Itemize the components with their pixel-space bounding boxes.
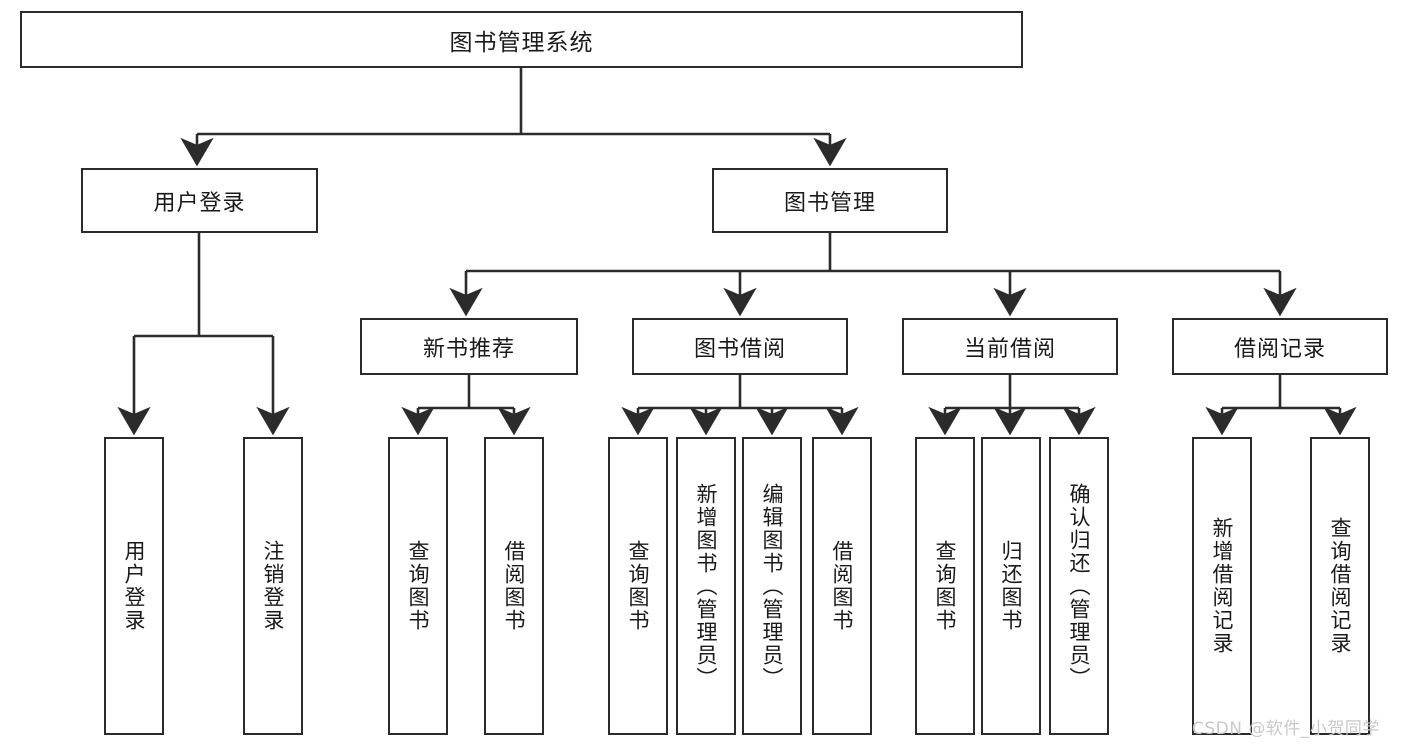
node-label: 图书借阅	[693, 336, 786, 362]
node-label: 用户登录	[122, 540, 147, 632]
node-leaf-edit-book[interactable]: 编辑图书（管理员）	[742, 437, 802, 735]
node-label: 新增图书（管理员）	[694, 482, 719, 690]
node-label: 查询图书	[626, 540, 651, 632]
node-leaf-add-book[interactable]: 新增图书（管理员）	[676, 437, 736, 735]
node-label: 借阅图书	[830, 540, 855, 632]
node-label: 图书管理系统	[449, 29, 594, 56]
node-new-book-recommend[interactable]: 新书推荐	[360, 318, 578, 375]
node-label: 编辑图书（管理员）	[760, 482, 785, 690]
node-leaf-borrow-book-1[interactable]: 借阅图书	[484, 437, 544, 735]
node-borrow-record[interactable]: 借阅记录	[1172, 318, 1388, 375]
node-leaf-query-book-2[interactable]: 查询图书	[608, 437, 668, 735]
node-book-management-system[interactable]: 图书管理系统	[20, 11, 1023, 68]
node-leaf-query-book-3[interactable]: 查询图书	[915, 437, 975, 735]
node-label: 借阅记录	[1233, 336, 1326, 362]
node-label: 查询图书	[406, 540, 431, 632]
node-leaf-query-book-1[interactable]: 查询图书	[388, 437, 448, 735]
node-leaf-borrow-book-2[interactable]: 借阅图书	[812, 437, 872, 735]
node-user-login[interactable]: 用户登录	[81, 168, 318, 233]
node-leaf-add-record[interactable]: 新增借阅记录	[1192, 437, 1252, 735]
node-leaf-query-record[interactable]: 查询借阅记录	[1310, 437, 1370, 735]
node-label: 查询借阅记录	[1328, 517, 1353, 655]
node-label: 注销登录	[261, 540, 286, 632]
node-label: 新增借阅记录	[1210, 517, 1235, 655]
node-leaf-return-book[interactable]: 归还图书	[981, 437, 1041, 735]
node-book-borrow[interactable]: 图书借阅	[632, 318, 848, 375]
csdn-watermark: CSDN @软件_小贺同学	[1192, 719, 1380, 739]
node-book-management[interactable]: 图书管理	[712, 168, 948, 233]
node-leaf-logout-login[interactable]: 注销登录	[243, 437, 303, 735]
node-current-borrow[interactable]: 当前借阅	[902, 318, 1118, 375]
node-label: 归还图书	[999, 540, 1024, 632]
node-leaf-user-login[interactable]: 用户登录	[104, 437, 164, 735]
node-label: 新书推荐	[422, 336, 515, 362]
node-label: 借阅图书	[502, 540, 527, 632]
node-label: 当前借阅	[963, 336, 1056, 362]
node-label: 用户登录	[153, 190, 246, 216]
node-label: 确认归还（管理员）	[1067, 482, 1092, 690]
node-label: 图书管理	[783, 190, 876, 216]
node-label: 查询图书	[933, 540, 958, 632]
node-leaf-confirm-return[interactable]: 确认归还（管理员）	[1049, 437, 1109, 735]
